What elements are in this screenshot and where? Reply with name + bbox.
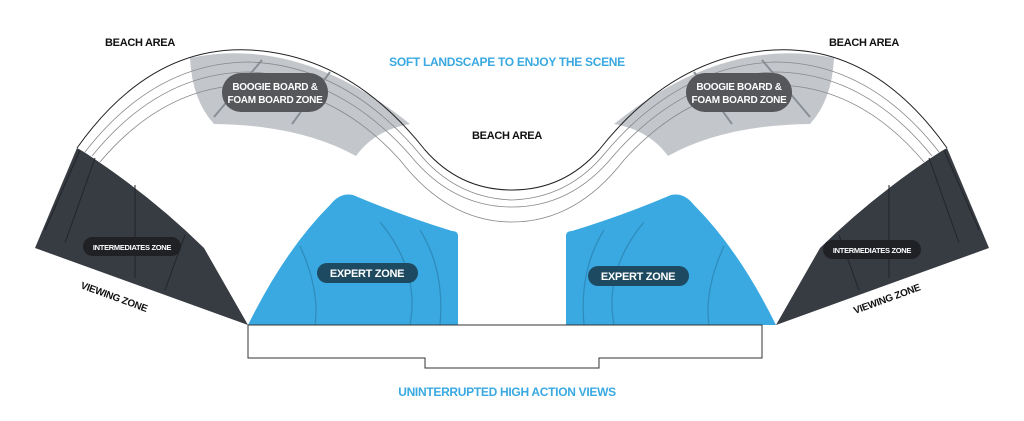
boogie-label-right-2: FOAM BOARD ZONE [692, 95, 788, 106]
boogie-label-left-1: BOOGIE BOARD & [232, 82, 317, 93]
beach-area-right: BEACH AREA [829, 37, 899, 49]
boogie-pill-left [222, 73, 328, 112]
expert-pill-left [317, 263, 418, 283]
intermediates-pill-right [823, 240, 921, 259]
views-label: UNINTERRUPTED HIGH ACTION VIEWS [398, 385, 616, 399]
soft-landscape-label: SOFT LANDSCAPE TO ENJOY THE SCENE [389, 55, 625, 69]
viewing-platform [247, 324, 763, 369]
intermediates-label-left: INTERMEDIATES ZONE [93, 243, 172, 252]
beach-area-center: BEACH AREA [472, 130, 542, 142]
expert-label-right: EXPERT ZONE [601, 271, 675, 283]
boogie-label-left-2: FOAM BOARD ZONE [228, 95, 324, 106]
intermediates-pill-left [83, 237, 181, 256]
boogie-label-right-1: BOOGIE BOARD & [696, 82, 781, 93]
expert-label-left: EXPERT ZONE [330, 268, 404, 280]
boogie-pill-right [686, 73, 792, 112]
beach-area-left: BEACH AREA [105, 37, 175, 49]
viewing-zone-left: VIEWING ZONE [79, 280, 149, 315]
expert-pill-right [588, 266, 689, 286]
intermediates-label-right: INTERMEDIATES ZONE [833, 246, 912, 255]
